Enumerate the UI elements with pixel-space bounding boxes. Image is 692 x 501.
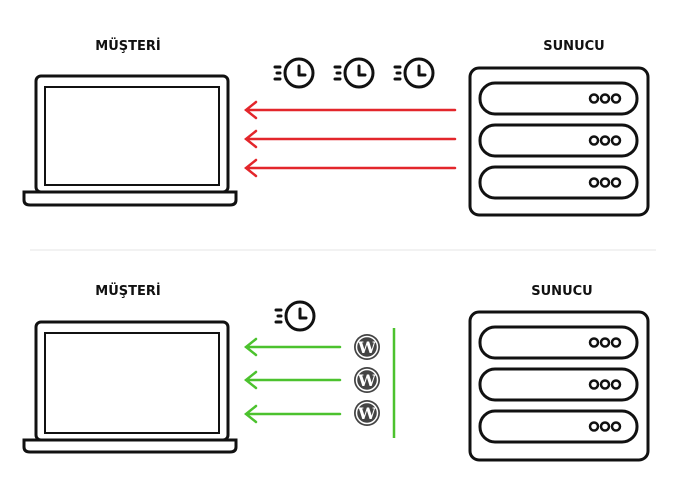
server-label: SUNUCU <box>543 39 604 54</box>
fast-response-arrow <box>243 404 342 424</box>
wordpress-icon <box>353 399 381 427</box>
slow-response-arrow <box>243 100 457 120</box>
wordpress-icon <box>353 333 381 361</box>
client-label: MÜŞTERİ <box>95 283 160 299</box>
client-label: MÜŞTERİ <box>95 38 160 54</box>
fast-response-arrow <box>243 370 342 390</box>
slow-response-arrow <box>243 158 457 178</box>
server-label: SUNUCU <box>531 284 592 299</box>
clock-icon <box>333 57 375 89</box>
slow-response-arrow <box>243 129 457 149</box>
wordpress-icon <box>353 366 381 394</box>
server-icon <box>468 66 650 217</box>
clock-icon <box>273 57 315 89</box>
top-panel: MÜŞTERİ SUNUCU <box>22 38 650 217</box>
clock-icon <box>393 57 435 89</box>
laptop-icon <box>22 74 238 207</box>
bottom-panel: MÜŞTERİ SUNUCU <box>22 283 650 462</box>
fast-response-arrow <box>243 337 342 357</box>
clock-icon <box>274 300 316 332</box>
laptop-icon <box>22 320 238 454</box>
server-icon <box>468 310 650 462</box>
